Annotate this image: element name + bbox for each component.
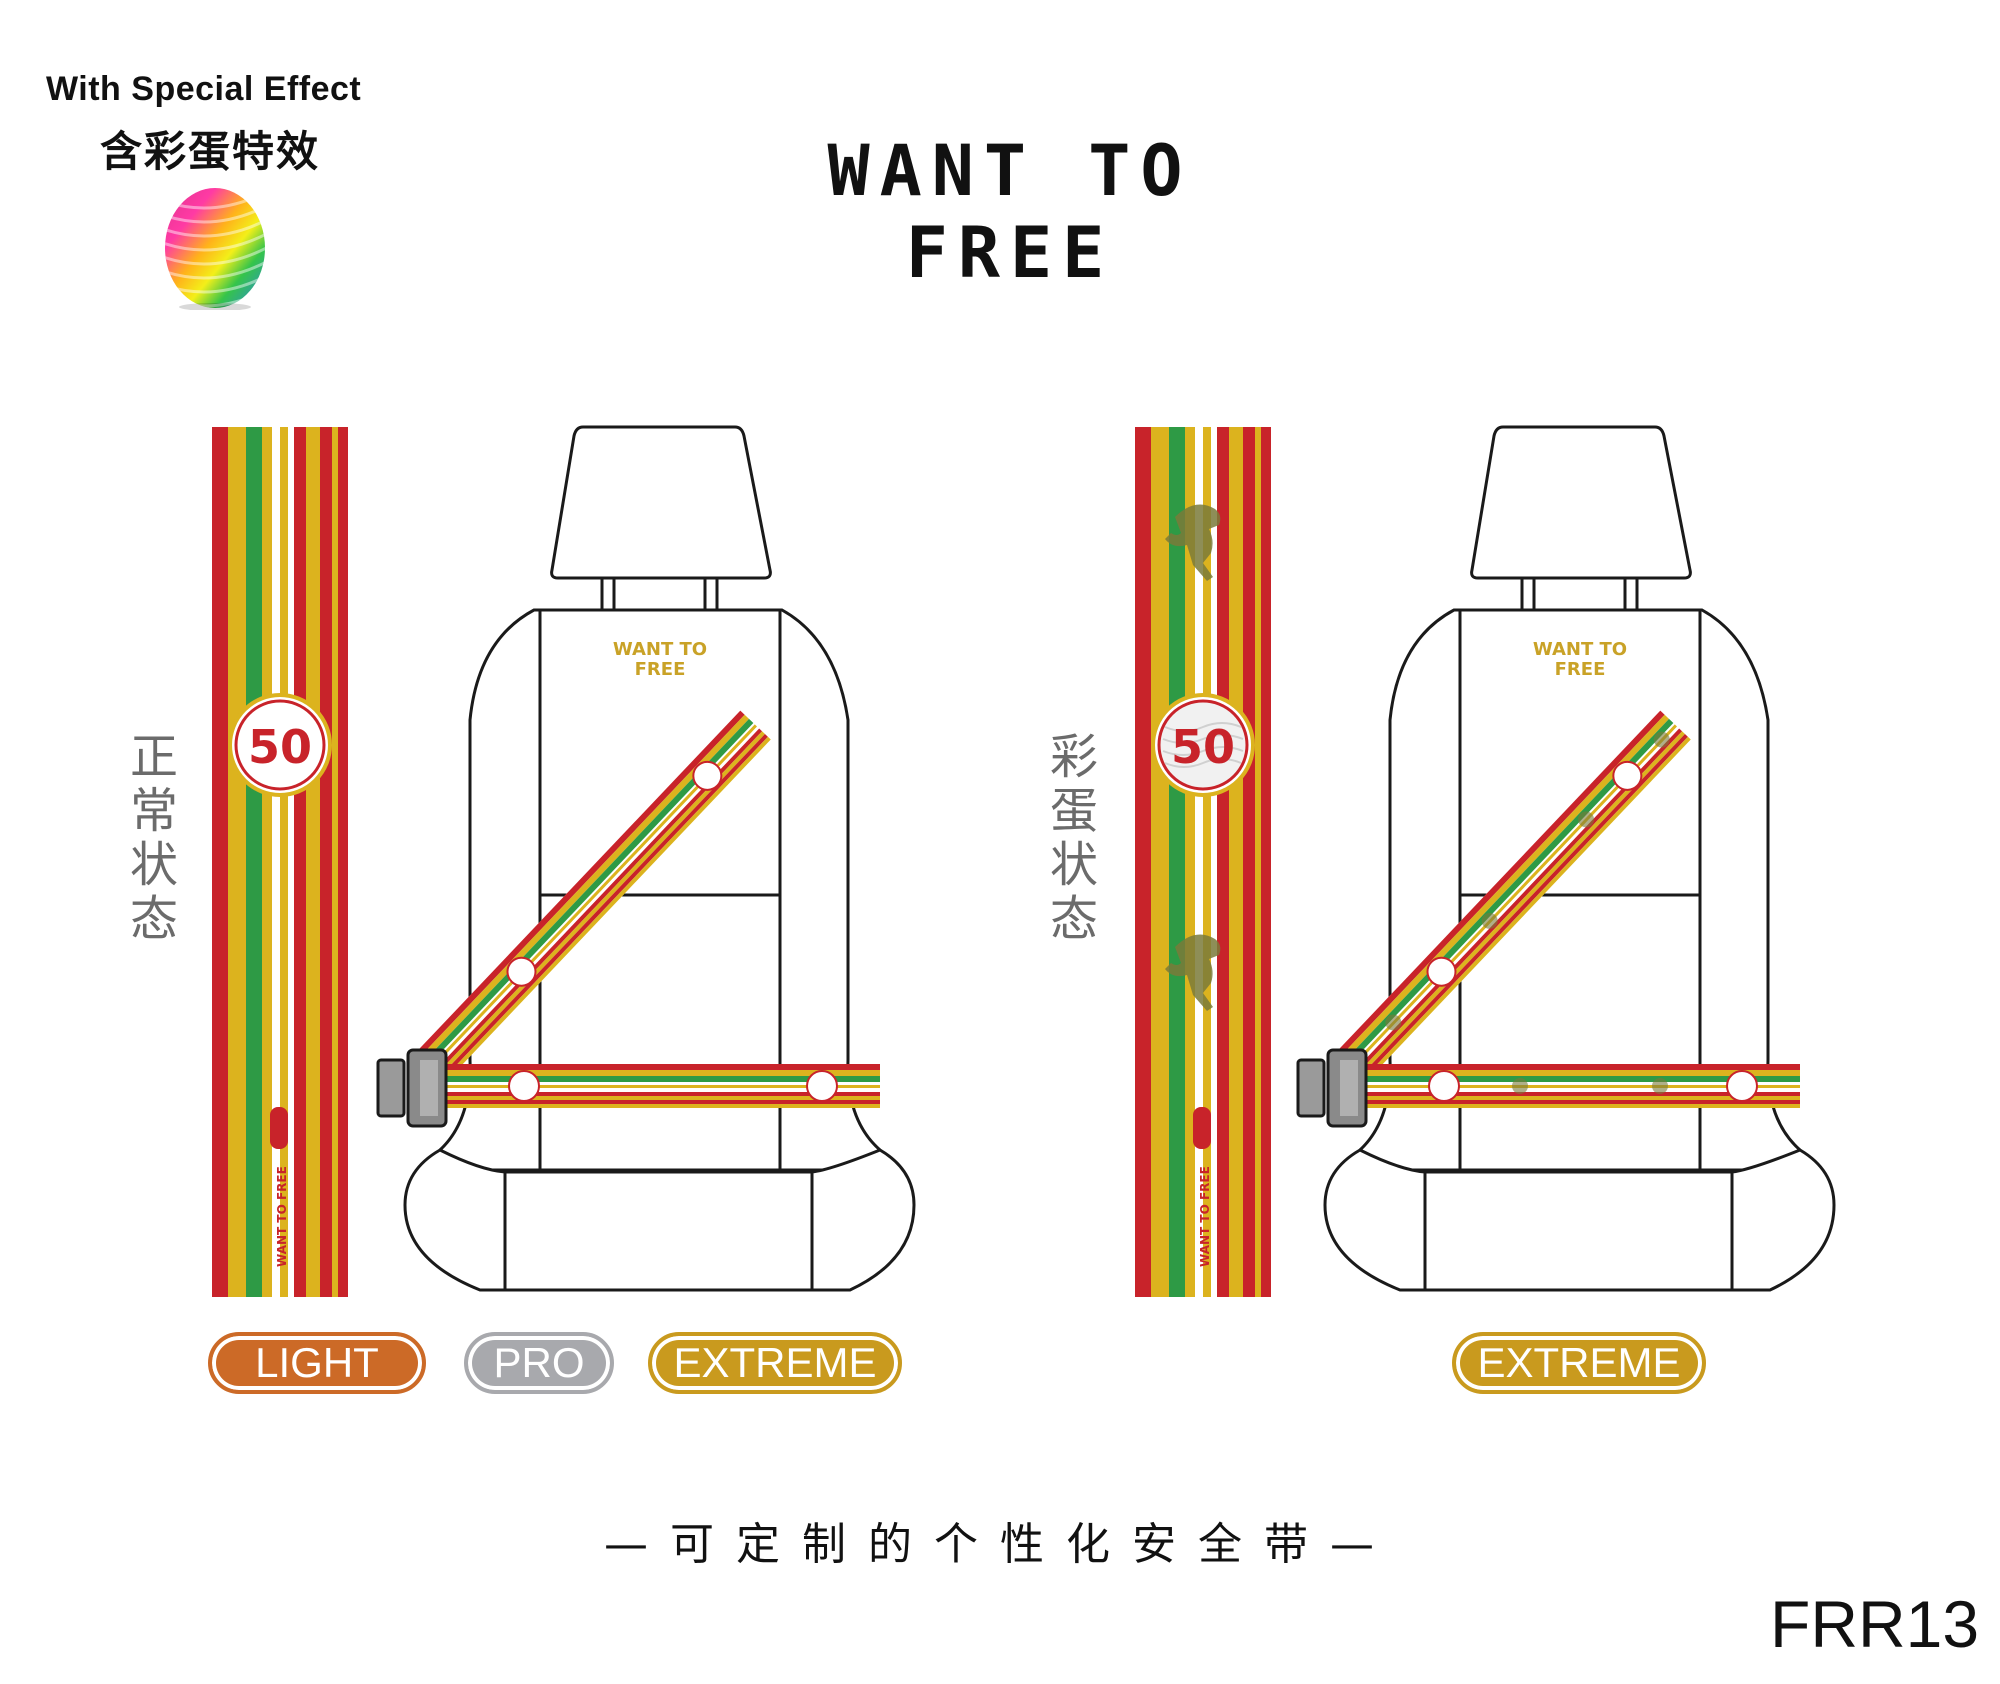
seat-logo-line1-easter: WANT TO [1533, 639, 1627, 660]
buckle-normal [376, 1048, 448, 1128]
seat-logo-line2: FREE [635, 659, 686, 680]
brand-line-1: WANT TO [827, 130, 1193, 212]
seat-logo-line2-easter: FREE [1555, 659, 1606, 680]
rainbow-egg-icon [165, 188, 265, 310]
shoulder-belt-easter [1336, 710, 1691, 1081]
tier-light-badge: LIGHT [208, 1332, 426, 1394]
belt-brand-text-easter: WANT TO FREE [1198, 1166, 1212, 1267]
vertical-belt-normal: 50 WANT TO FREE [212, 427, 348, 1297]
easter-state-label: 彩蛋状态 [1049, 729, 1098, 947]
special-effect-label-zh: 含彩蛋特效 [100, 127, 321, 176]
speed-badge-text: 50 [248, 720, 312, 774]
special-effect-label: With Special Effect [46, 70, 362, 108]
product-code: FRR13 [1770, 1587, 1980, 1661]
seat-logo-line1: WANT TO [613, 639, 707, 660]
car-seat-easter [1323, 425, 1836, 1292]
prancing-horse-icon [1165, 504, 1221, 581]
vertical-belt-easter: 50 WANT TO FREE [1135, 427, 1271, 1297]
brand-line-2: FREE [905, 212, 1115, 294]
car-seat-normal [403, 425, 916, 1292]
tier-pro-badge: PRO [464, 1332, 614, 1394]
tagline: —可定制的个性化安全带— [604, 1519, 1396, 1570]
lap-belt-easter [1360, 1064, 1800, 1108]
brand-logo: WANT TO FREE [815, 130, 1205, 294]
tier-extreme-badge-easter: EXTREME [1452, 1332, 1706, 1394]
tier-extreme-badge: EXTREME [648, 1332, 902, 1394]
belt-brand-text: WANT TO FREE [275, 1166, 289, 1267]
buckle-easter [1296, 1048, 1368, 1128]
normal-state-label: 正常状态 [129, 729, 178, 947]
shoulder-belt-normal [416, 710, 771, 1081]
speed-badge-text-easter: 50 [1171, 720, 1235, 774]
lap-belt-normal [440, 1064, 880, 1108]
prancing-horse-icon [1165, 934, 1221, 1011]
